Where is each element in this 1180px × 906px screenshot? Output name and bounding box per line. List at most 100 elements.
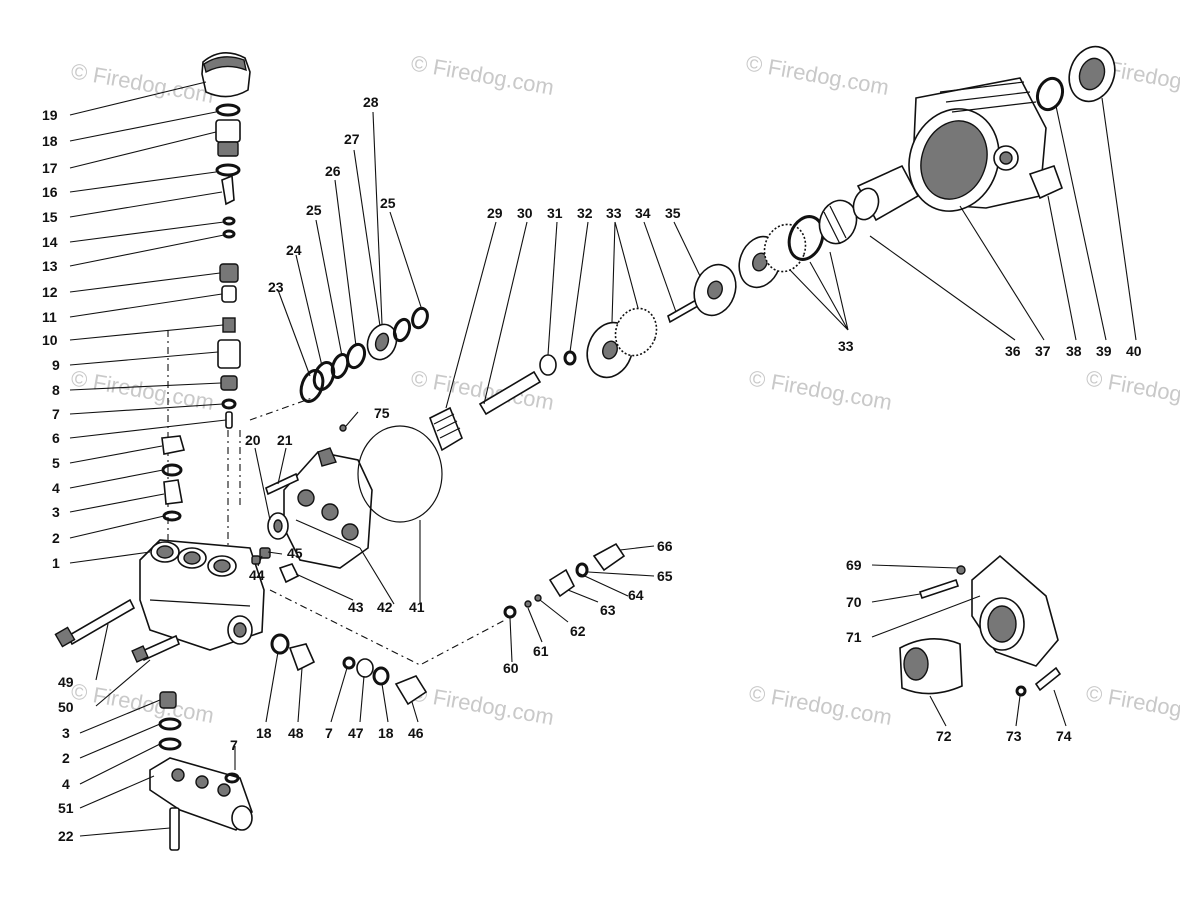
label-70: 70 <box>846 594 862 610</box>
label-48: 48 <box>288 725 304 741</box>
pump-head-42 <box>265 447 373 569</box>
label-20: 20 <box>245 432 261 448</box>
label-10: 10 <box>42 332 58 348</box>
label-1: 1 <box>52 555 60 571</box>
label-46: 46 <box>408 725 424 741</box>
label-40: 40 <box>1126 343 1142 359</box>
label-4b: 4 <box>62 776 70 792</box>
label-18b: 18 <box>256 725 272 741</box>
watermark-9: © Firedog.com <box>69 678 216 728</box>
label-44: 44 <box>249 567 265 583</box>
label-18: 18 <box>42 133 58 149</box>
valve-stack-parts <box>161 52 251 522</box>
label-17: 17 <box>42 160 58 176</box>
label-62: 62 <box>570 623 586 639</box>
label-51: 51 <box>58 800 74 816</box>
label-26: 26 <box>325 163 341 179</box>
crankcase-assembly <box>818 45 1116 245</box>
label-33b: 33 <box>838 338 854 354</box>
label-12: 12 <box>42 284 58 300</box>
watermark-3: © Firedog.com <box>744 50 891 100</box>
label-36: 36 <box>1005 343 1021 359</box>
label-6: 6 <box>52 430 60 446</box>
label-74: 74 <box>1056 728 1072 744</box>
label-32: 32 <box>577 205 593 221</box>
watermark-5: © Firedog.com <box>69 365 216 415</box>
label-35: 35 <box>665 205 681 221</box>
label-34: 34 <box>635 205 651 221</box>
bypass-parts-row <box>270 633 428 706</box>
label-66: 66 <box>657 538 673 554</box>
bolts-49-50 <box>54 598 181 663</box>
watermark-8: © Firedog.com <box>1084 365 1180 415</box>
watermark-12: © Firedog.com <box>1084 680 1180 730</box>
label-2b: 2 <box>62 750 70 766</box>
label-63: 63 <box>600 602 616 618</box>
part-number-labels: 19 18 17 16 15 14 13 12 11 10 9 8 7 6 5 … <box>42 94 1142 844</box>
label-71: 71 <box>846 629 862 645</box>
label-37: 37 <box>1035 343 1051 359</box>
label-23: 23 <box>268 279 284 295</box>
label-38: 38 <box>1066 343 1082 359</box>
label-11: 11 <box>42 309 57 325</box>
label-18c: 18 <box>378 725 394 741</box>
label-45: 45 <box>287 545 303 561</box>
label-47: 47 <box>348 725 364 741</box>
label-14: 14 <box>42 234 58 250</box>
flange-assembly-69-74 <box>899 554 1062 697</box>
label-9: 9 <box>52 357 60 373</box>
watermark-7: © Firedog.com <box>747 365 894 415</box>
label-42: 42 <box>377 599 393 615</box>
label-25a: 25 <box>306 202 322 218</box>
label-21: 21 <box>277 432 293 448</box>
label-39: 39 <box>1096 343 1112 359</box>
label-49: 49 <box>58 674 74 690</box>
label-5: 5 <box>52 455 60 471</box>
watermark-10: © Firedog.com <box>409 680 556 730</box>
watermark-2: © Firedog.com <box>409 50 556 100</box>
label-16: 16 <box>42 184 58 200</box>
manifold-part-1 <box>139 539 265 651</box>
watermark-11: © Firedog.com <box>747 680 894 730</box>
label-31: 31 <box>547 205 563 221</box>
label-41: 41 <box>409 599 425 615</box>
label-30: 30 <box>517 205 533 221</box>
label-25b: 25 <box>380 195 396 211</box>
plunger-assembly <box>428 350 577 452</box>
label-4: 4 <box>52 480 60 496</box>
unloader-parts-60-66 <box>503 542 626 619</box>
label-43: 43 <box>348 599 364 615</box>
label-24: 24 <box>286 242 302 258</box>
label-72: 72 <box>936 728 952 744</box>
part-75 <box>339 424 347 432</box>
leader-lines <box>69 81 1137 837</box>
label-3: 3 <box>52 504 60 520</box>
bearing-stack-33-35 <box>586 215 825 379</box>
label-13: 13 <box>42 258 58 274</box>
label-7: 7 <box>52 406 60 422</box>
parts-43-44-45 <box>251 547 300 584</box>
label-50: 50 <box>58 699 74 715</box>
label-69: 69 <box>846 557 862 573</box>
gasket-41 <box>357 425 443 523</box>
label-65: 65 <box>657 568 673 584</box>
label-29: 29 <box>487 205 503 221</box>
label-33a: 33 <box>606 205 622 221</box>
lower-manifold-parts <box>149 691 253 851</box>
seal-rings-23-28 <box>299 306 429 403</box>
label-19: 19 <box>42 107 58 123</box>
label-64: 64 <box>628 587 644 603</box>
label-75: 75 <box>374 405 390 421</box>
label-2: 2 <box>52 530 60 546</box>
label-8: 8 <box>52 382 60 398</box>
label-28: 28 <box>363 94 379 110</box>
label-60: 60 <box>503 660 519 676</box>
label-7b: 7 <box>325 725 333 741</box>
watermark-1: © Firedog.com <box>69 58 216 108</box>
label-22b: 22 <box>58 828 74 844</box>
label-15: 15 <box>42 209 58 225</box>
label-7c: 7 <box>230 737 238 753</box>
label-61: 61 <box>533 643 549 659</box>
label-27: 27 <box>344 131 360 147</box>
